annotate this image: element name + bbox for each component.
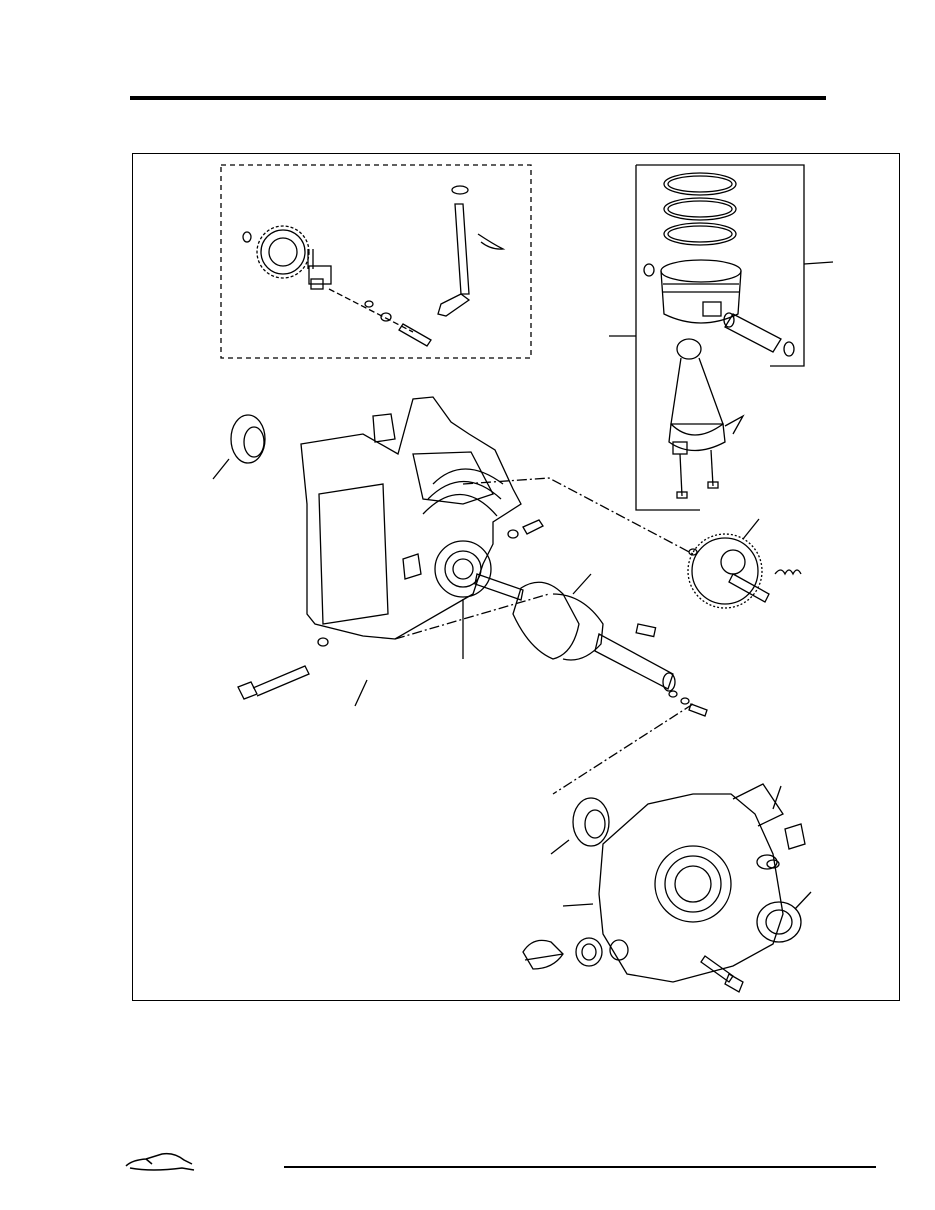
- piston-group-bracket: [636, 164, 805, 367]
- snowmobile-logo-icon: [122, 1146, 202, 1176]
- cover-bolt: [700, 955, 744, 993]
- crankcase-cover: [562, 783, 784, 983]
- cover-oil-seal: [756, 891, 812, 943]
- piston-pin: [723, 312, 795, 357]
- governor-arm: [437, 185, 506, 317]
- oil-drain-fittings: [756, 823, 806, 870]
- governor-spring: [774, 569, 802, 576]
- engine-exploded-view: [212, 164, 834, 993]
- governor-gear: [242, 225, 310, 279]
- footer-rule: [284, 1166, 876, 1168]
- oil-fill-cap: [522, 937, 629, 970]
- crankshaft: [474, 573, 708, 717]
- header-rule: [130, 96, 826, 100]
- piston-rings: [663, 172, 737, 246]
- connecting-rod: [668, 338, 745, 499]
- governor-assembly-box: [220, 164, 532, 359]
- crankcase-oil-seal: [212, 414, 266, 480]
- exploded-parts-diagram: [132, 153, 900, 1001]
- governor-parts: [307, 249, 432, 347]
- cylinder-bolt: [507, 519, 544, 539]
- alignment-lines: [394, 477, 694, 795]
- piston: [643, 259, 742, 324]
- camshaft-gear: [687, 518, 770, 609]
- crankcase-bolt: [237, 637, 368, 707]
- crankcase: [300, 396, 522, 659]
- main-bearing: [550, 797, 610, 855]
